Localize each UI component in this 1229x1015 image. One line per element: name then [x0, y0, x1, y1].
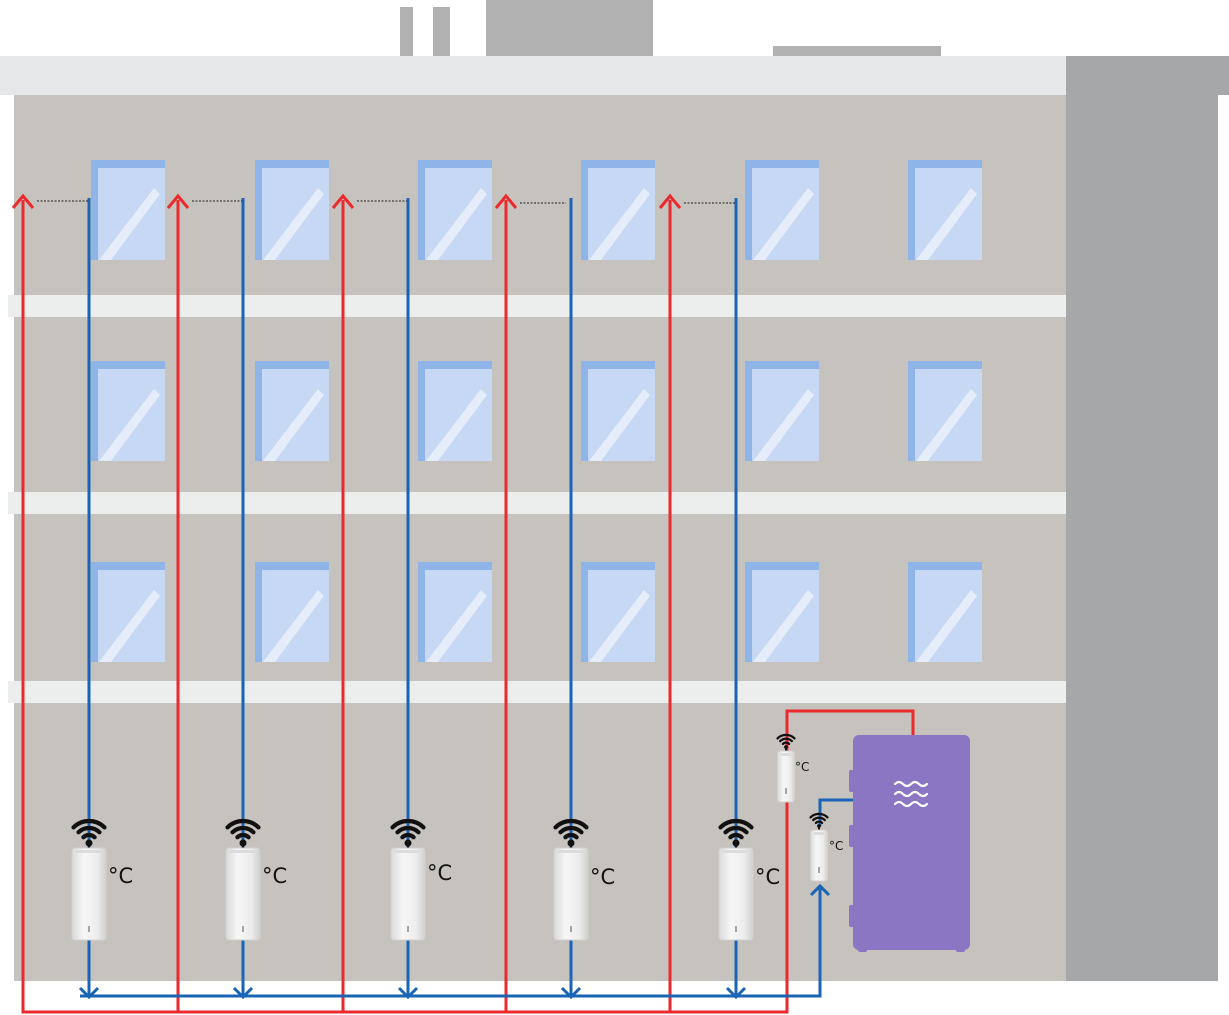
temperature-sensor: °C: [390, 818, 452, 941]
window: [745, 361, 819, 461]
window: [418, 160, 492, 260]
sensor-body: [810, 829, 828, 882]
dotted-connectors: [37, 200, 735, 204]
window: [91, 361, 165, 461]
sensor-body: [225, 847, 261, 941]
heater-body: [853, 735, 970, 950]
sensor-unit-label: °C: [590, 865, 615, 889]
window: [581, 361, 655, 461]
window: [908, 562, 982, 662]
side-wall: [1066, 95, 1218, 981]
wifi-icon: [553, 818, 589, 847]
roof-structures: [400, 0, 941, 57]
window: [745, 160, 819, 260]
wifi-icon: [225, 818, 261, 847]
arrow-down-icon: [725, 986, 747, 1000]
arrow-up-icon: [494, 193, 518, 209]
sensor-body: [718, 847, 754, 941]
arrow-down-icon: [397, 986, 419, 1000]
sensor-unit-label: °C: [795, 760, 809, 774]
wifi-icon: [776, 733, 796, 749]
window: [745, 562, 819, 662]
heat-waves-icon: [893, 780, 929, 808]
ledge: [8, 295, 1066, 317]
temperature-sensor: °C: [71, 818, 133, 941]
arrow-up-icon: [809, 883, 831, 897]
wireless-temperature-sensors: °C °C °C °C °C °C °C: [71, 733, 843, 941]
sensor-unit-label: °C: [829, 839, 843, 853]
heater-bump: [849, 770, 857, 792]
side-roof: [1066, 56, 1229, 95]
heater-tank: [849, 735, 970, 952]
ledge: [8, 492, 1066, 514]
window: [418, 562, 492, 662]
sensor-unit-label: °C: [108, 864, 133, 888]
temperature-sensor: °C: [809, 812, 843, 882]
heater-bump: [849, 825, 857, 847]
temperature-sensor: °C: [718, 818, 780, 941]
window: [91, 160, 165, 260]
heater-bump: [849, 905, 857, 927]
sensor-body: [777, 750, 795, 803]
temperature-sensor: °C: [776, 733, 809, 803]
sensor-unit-label: °C: [262, 864, 287, 888]
roof-box: [486, 0, 653, 57]
chimney-right: [433, 7, 450, 57]
sensor-body: [390, 847, 426, 941]
arrow-up-icon: [331, 193, 355, 209]
temperature-sensor: °C: [225, 818, 287, 941]
sensor-body: [71, 847, 107, 941]
supply-pipe-main: [21, 200, 915, 1014]
window: [255, 562, 329, 662]
arrow-down-icon: [78, 986, 100, 1000]
wifi-icon: [71, 818, 107, 847]
floor-ledges: [8, 295, 1066, 703]
window: [581, 160, 655, 260]
window: [418, 361, 492, 461]
heater-foot: [956, 940, 965, 952]
windows: [91, 160, 982, 662]
roof-slab: [0, 56, 1066, 95]
temperature-sensor: °C: [553, 818, 615, 941]
sensor-unit-label: °C: [755, 865, 780, 889]
arrow-down-icon: [560, 986, 582, 1000]
ledge: [8, 681, 1066, 703]
arrow-down-icon: [232, 986, 254, 1000]
window: [581, 562, 655, 662]
arrow-up-icon: [11, 193, 35, 209]
sensor-body: [553, 847, 589, 941]
arrow-up-icon: [658, 193, 682, 209]
window: [255, 361, 329, 461]
heater-foot: [858, 940, 867, 952]
window: [255, 160, 329, 260]
return-pipe-main: [80, 887, 822, 998]
sensor-unit-label: °C: [427, 861, 452, 885]
window: [91, 562, 165, 662]
arrow-up-icon: [166, 193, 190, 209]
window: [908, 160, 982, 260]
roof-strip: [773, 46, 941, 57]
window: [908, 361, 982, 461]
chimney-left: [400, 7, 413, 57]
